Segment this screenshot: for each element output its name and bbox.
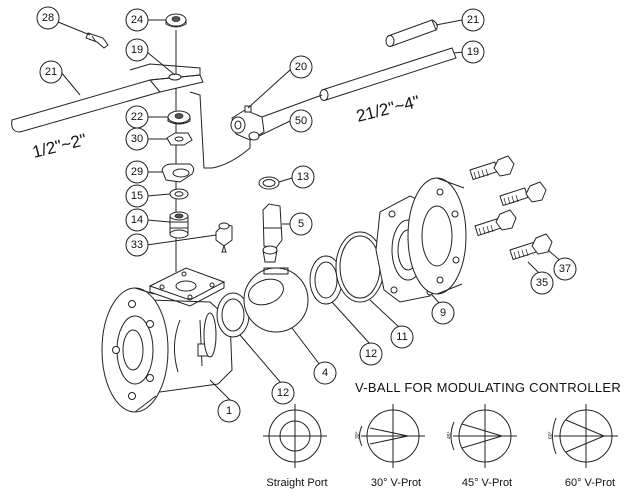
svg-text:33: 33: [131, 239, 143, 251]
part-37-nuts: [493, 155, 553, 255]
svg-text:12: 12: [277, 387, 289, 399]
svg-text:5: 5: [298, 218, 304, 230]
part-1-valve-body: [101, 267, 233, 413]
svg-text:30: 30: [131, 133, 143, 145]
part-29-stop-plate: [161, 163, 195, 183]
part-5-stem: [262, 203, 283, 263]
callout-24: 24: [125, 8, 149, 32]
part-14-packing: [169, 211, 189, 239]
callout-9: 9: [431, 301, 455, 325]
callout-29: 29: [125, 160, 149, 184]
vball-straight-port: Straight Port: [263, 404, 328, 489]
svg-text:21: 21: [45, 66, 57, 78]
vball-angle-60: 60°: [548, 431, 554, 439]
size-label-small: 1/2"~2": [30, 130, 88, 162]
vball-caption-60: 60° V-Prot: [565, 477, 615, 489]
callout-4: 4: [313, 361, 337, 385]
svg-text:20: 20: [295, 61, 307, 73]
part-21-small-handle: [11, 63, 204, 133]
callout-12-right: 12: [359, 342, 383, 366]
svg-text:14: 14: [131, 214, 143, 226]
svg-text:11: 11: [396, 331, 407, 343]
svg-text:29: 29: [131, 166, 143, 178]
vball-angle-30: 30°: [355, 431, 361, 439]
callout-19-right: 19: [461, 40, 485, 64]
part-28-lever-clip: [85, 32, 109, 49]
svg-text:15: 15: [131, 190, 143, 202]
callout-33: 33: [125, 233, 149, 257]
svg-text:19: 19: [131, 44, 143, 56]
vball-45-port: 45° 45° V-Prot: [447, 404, 517, 489]
svg-text:21: 21: [467, 14, 479, 26]
callout-1: 1: [217, 399, 241, 423]
svg-text:28: 28: [42, 12, 54, 24]
callout-28: 28: [36, 6, 60, 30]
part-21-handle-grip: [385, 19, 438, 47]
vball-angle-45: 45°: [447, 431, 453, 439]
part-15-ring: [169, 188, 189, 200]
part-4-ball: [243, 267, 309, 333]
part-24-top-nut: [165, 13, 187, 28]
svg-text:37: 37: [559, 263, 571, 275]
svg-text:19: 19: [467, 46, 479, 58]
callout-11: 11: [390, 325, 414, 349]
callout-15: 15: [125, 184, 149, 208]
part-11-gasket: [335, 231, 385, 303]
svg-text:12: 12: [365, 348, 377, 360]
svg-text:1: 1: [226, 405, 232, 417]
callout-5: 5: [289, 212, 313, 236]
callout-12-left: 12: [271, 381, 295, 405]
vball-60-port: 60° 60° V-Prot: [548, 404, 618, 489]
part-13-o-ring: [258, 176, 280, 190]
part-33-grease-fitting: [215, 222, 233, 253]
vball-30-port: 30° 30° V-Prot: [355, 404, 425, 489]
svg-text:13: 13: [297, 171, 309, 183]
callout-35: 35: [530, 271, 554, 295]
svg-text:22: 22: [131, 111, 143, 123]
part-22-nut: [167, 110, 191, 125]
part-19-handle-tube: [261, 47, 457, 118]
svg-text:4: 4: [322, 367, 328, 379]
callout-22: 22: [125, 105, 149, 129]
callout-50: 50: [289, 109, 313, 133]
callout-21-left: 21: [39, 60, 63, 84]
callout-37: 37: [553, 257, 577, 281]
vball-caption-45: 45° V-Prot: [462, 477, 512, 489]
svg-text:35: 35: [536, 277, 548, 289]
svg-text:9: 9: [440, 307, 446, 319]
part-30-lock-washer: [166, 132, 193, 146]
part-9-end-cap: [375, 177, 467, 303]
callout-30: 30: [125, 127, 149, 151]
vball-caption-straight: Straight Port: [266, 477, 327, 489]
callout-21-right: 21: [461, 8, 485, 32]
part-20-50-handle-socket: [189, 91, 265, 169]
callout-13: 13: [291, 165, 315, 189]
callout-20: 20: [289, 55, 313, 79]
size-label-large: 21/2"~4": [354, 92, 421, 126]
svg-text:50: 50: [295, 115, 307, 127]
vball-title: V-BALL FOR MODULATING CONTROLLER: [355, 380, 621, 395]
callout-14: 14: [125, 208, 149, 232]
part-35-bolts: [469, 161, 539, 261]
callout-19-top: 19: [125, 38, 149, 62]
svg-text:24: 24: [131, 14, 143, 26]
vball-caption-30: 30° V-Prot: [371, 477, 421, 489]
